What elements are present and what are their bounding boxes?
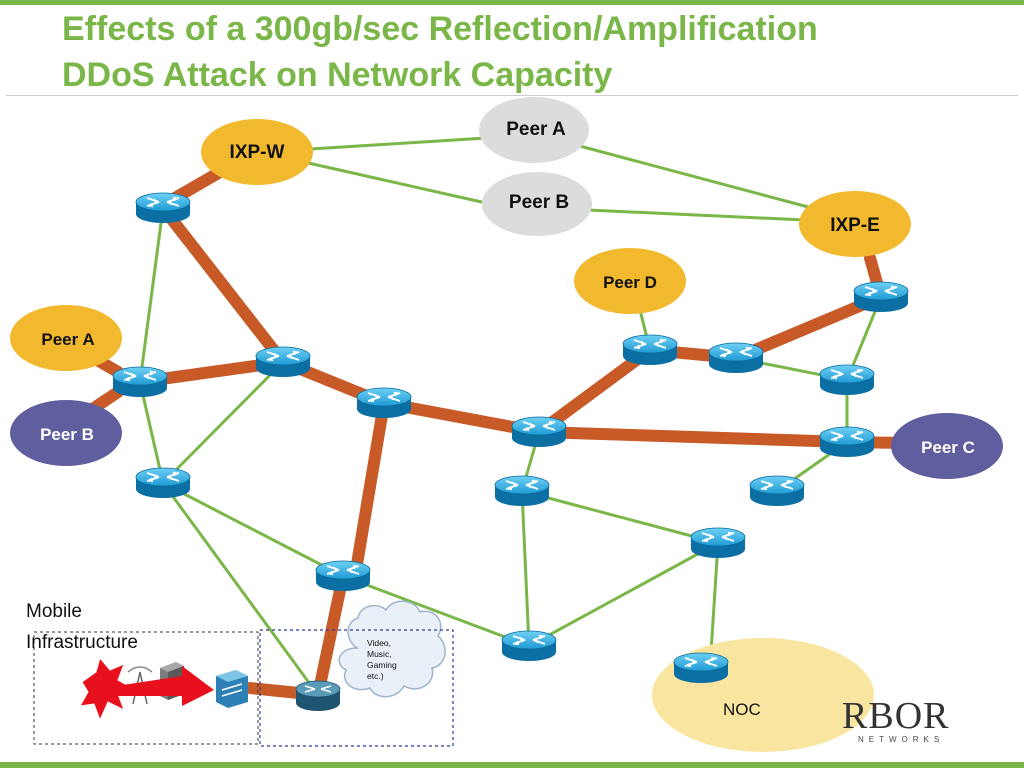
peer-ixp-e-label: IXP-E: [830, 215, 880, 236]
noc-label: NOC: [723, 700, 761, 719]
peer-d: Peer D: [574, 248, 686, 314]
link-peera-ixpe: [575, 143, 813, 210]
cloud-icon: [338, 600, 446, 698]
attack-link-r8-r11: [533, 426, 853, 448]
title-line-1: Effects of a 300gb/sec Reflection/Amplif…: [62, 10, 818, 48]
peer-b-top: Peer B: [482, 172, 592, 236]
peer-b-top-label: Peer B: [509, 192, 569, 213]
mobile-label-line-1: Mobile: [26, 601, 82, 622]
attack-link-r7-mobile: [312, 570, 349, 701]
link-ixpw-peera: [294, 136, 487, 152]
router-icon: [853, 281, 909, 313]
router-icon: [819, 364, 875, 396]
peer-b-left-label: Peer B: [40, 425, 94, 444]
router-icon: [749, 475, 805, 507]
link-r7-r14: [342, 574, 530, 648]
link-r9-r15: [521, 489, 719, 545]
peer-c-label: Peer C: [921, 438, 975, 457]
peer-b-left: Peer B: [10, 400, 122, 466]
logo-wordmark: RBOR: [842, 695, 950, 737]
router-icon: [708, 342, 764, 374]
link-r15-r14: [528, 541, 719, 648]
title-line-2: DDoS Attack on Network Capacity: [62, 56, 613, 94]
link-r5-r7: [162, 481, 344, 578]
peer-a-left-label: Peer A: [41, 330, 94, 349]
link-r1-r3: [138, 207, 165, 383]
peer-ixp-w-label: IXP-W: [230, 142, 285, 163]
cloud-label-line-1: Video,: [367, 638, 391, 648]
link-r5-mobile: [161, 482, 320, 696]
cloud-label-line-4: etc.): [367, 671, 384, 681]
router-icon: [501, 630, 557, 662]
mobile-infrastructure-label: Mobile Infrastructure: [26, 596, 138, 658]
bottom-accent-bar: [0, 762, 1024, 768]
cloud-label-line-2: Music,: [367, 649, 392, 659]
link-r9-r14: [520, 490, 531, 647]
cloud-label-line-3: Gaming: [367, 660, 397, 670]
attack-link-r4-r7: [349, 397, 390, 582]
link-ixpw-peerb: [294, 158, 487, 205]
title-divider: [6, 95, 1018, 96]
mobile-label-line-2: Infrastructure: [26, 632, 138, 653]
peer-d-label: Peer D: [603, 273, 657, 292]
router-icon: [819, 426, 875, 458]
peer-ixp-e: IXP-E: [799, 191, 911, 257]
router-icon: [112, 366, 168, 398]
logo-subtext: NETWORKS: [858, 735, 945, 744]
router-icon: [135, 192, 191, 224]
attack-arrow: [116, 666, 214, 706]
slide-title: Effects of a 300gb/sec Reflection/Amplif…: [62, 6, 818, 98]
peer-a-top-label: Peer A: [506, 119, 566, 140]
link-r2-r5: [161, 360, 285, 485]
switch-icon: [216, 670, 248, 708]
peer-ixp-w: IXP-W: [201, 119, 313, 185]
router-icon: [255, 346, 311, 378]
peer-a-top: Peer A: [479, 97, 589, 163]
router-icon: [494, 475, 550, 507]
router-icon: [295, 680, 341, 712]
mobile-box-right: [259, 629, 454, 747]
link-r3-r5: [138, 381, 165, 484]
router-icon: [673, 652, 729, 684]
arbor-networks-logo: RBOR NETWORKS: [842, 694, 982, 748]
cloud-label: Video, Music, Gaming etc.): [367, 638, 397, 682]
router-icon: [511, 416, 567, 448]
peer-a-left: Peer A: [10, 305, 122, 371]
attack-link-r8-r6: [533, 344, 656, 438]
router-icon: [315, 560, 371, 592]
top-accent-bar: [0, 0, 1024, 5]
router-icon: [356, 387, 412, 419]
router-icon: [622, 334, 678, 366]
link-peerb-ixpe: [587, 208, 806, 222]
router-icon: [135, 467, 191, 499]
peer-c: Peer C: [891, 413, 1003, 479]
router-icon: [690, 527, 746, 559]
attack-link-r1-r2: [157, 202, 289, 368]
